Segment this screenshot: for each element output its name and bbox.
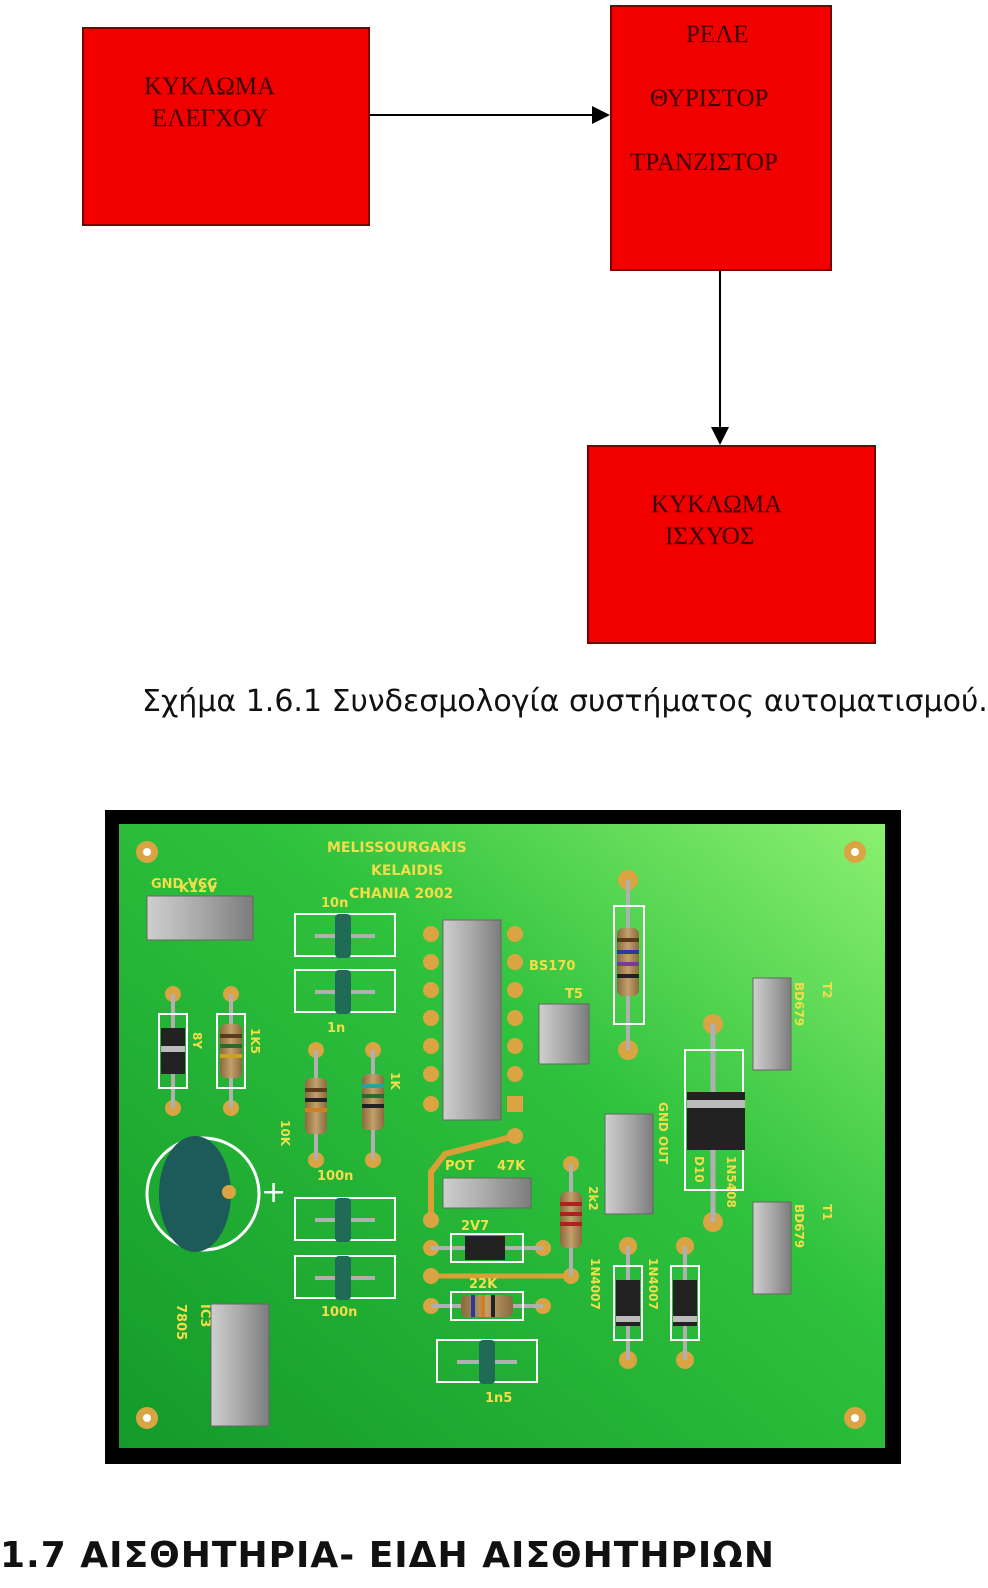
switching-device-box: ΡΕΛΕ ΘΥΡΙΣΤΟΡ ΤΡΑΝΖΙΣΤΟΡ xyxy=(610,5,832,271)
trace-pot xyxy=(428,1133,516,1220)
potentiometer xyxy=(442,1177,532,1209)
capacitor-10n xyxy=(335,914,351,958)
resistor-22k xyxy=(461,1295,513,1317)
transistor-bd679-t2 xyxy=(752,977,792,1071)
label-gnd-vcc: GND VCC xyxy=(151,877,217,892)
label-1n4007-b: 1N4007 xyxy=(646,1258,660,1310)
diagram-connectors xyxy=(370,106,729,445)
label-bd679-top: BD679 xyxy=(792,982,806,1026)
power-box-line-2: ΙΣΧΥΟΣ xyxy=(665,523,755,550)
label-d10: D10 xyxy=(692,1156,706,1183)
label-2v7: 2V7 xyxy=(461,1219,489,1234)
power-circuit-box: ΚΥΚΛΩΜΑ ΙΣΧΥΟΣ xyxy=(587,445,876,644)
label-1k5: 1K5 xyxy=(248,1028,262,1054)
mounting-holes xyxy=(136,841,866,1429)
regulator-7805 xyxy=(210,1303,270,1427)
arrowhead-right xyxy=(592,106,610,124)
label-1n5408: 1N5408 xyxy=(724,1156,738,1208)
control-circuit-box: ΚΥΚΛΩΜΑ ΕΛΕΓΧΟΥ xyxy=(82,27,370,226)
capacitor-1n xyxy=(335,970,351,1014)
label-1n: 1n xyxy=(327,1021,345,1036)
label-22k: 22K xyxy=(469,1277,498,1292)
control-box-line-2: ΕΛΕΓΧΟΥ xyxy=(152,105,269,132)
credit-line-1: MELISSOURGAKIS xyxy=(327,840,467,856)
credit-line-3: CHANIA 2002 xyxy=(349,886,453,902)
label-t1: T1 xyxy=(820,1204,834,1221)
output-connector xyxy=(604,1113,654,1215)
label-1n4007-a: 1N4007 xyxy=(588,1258,602,1310)
power-connector xyxy=(146,895,254,941)
control-box-line-1: ΚΥΚΛΩΜΑ xyxy=(144,73,276,100)
capacitor-1n5 xyxy=(479,1340,495,1384)
switch-box-line-3: ΤΡΑΝΖΙΣΤΟΡ xyxy=(630,149,778,176)
label-10n: 10n xyxy=(321,896,348,911)
transistor-bd679-t1 xyxy=(752,1201,792,1295)
label-1k: 1K xyxy=(388,1072,402,1090)
pcb-board: MELISSOURGAKIS KELAIDIS CHANIA 2002 GND … xyxy=(119,824,885,1448)
capacitor-100n-b xyxy=(335,1256,351,1300)
resistor-1k5 xyxy=(220,1024,242,1078)
label-10k: 10K xyxy=(278,1120,292,1147)
label-bs170: BS170 xyxy=(529,959,575,974)
label-8y: 8Y xyxy=(190,1032,204,1049)
power-box-line-1: ΚΥΚΛΩΜΑ xyxy=(651,491,783,518)
resistor-10k xyxy=(305,1078,327,1134)
label-7805: 7805 xyxy=(173,1304,188,1340)
label-ic3: IC3 xyxy=(197,1304,212,1327)
label-47k: 47K xyxy=(497,1159,526,1174)
figure-caption: Σχήμα 1.6.1 Συνδεσμολογία συστήματος αυτ… xyxy=(142,684,988,719)
capacitor-100n-a xyxy=(335,1198,351,1242)
label-100n-b: 100n xyxy=(321,1305,357,1320)
label-2k2: 2k2 xyxy=(586,1186,600,1211)
label-t2: T2 xyxy=(820,982,834,999)
label-k12v: K12V xyxy=(179,881,217,896)
switch-box-line-1: ΡΕΛΕ xyxy=(686,21,749,48)
label-pot: POT xyxy=(445,1159,475,1174)
label-gnd-out: GND OUT xyxy=(656,1102,670,1165)
label-1n5: 1n5 xyxy=(485,1391,512,1406)
zener-2v7 xyxy=(465,1236,505,1260)
label-100n-a: 100n xyxy=(317,1169,353,1184)
arrowhead-down xyxy=(711,427,729,445)
pcb-image: MELISSOURGAKIS KELAIDIS CHANIA 2002 GND … xyxy=(105,810,901,1464)
label-bd679-bot: BD679 xyxy=(792,1204,806,1248)
ic-pads xyxy=(423,926,523,1112)
label-t5: T5 xyxy=(565,987,583,1002)
credit-line-2: KELAIDIS xyxy=(371,863,443,879)
section-heading: 1.7 ΑΙΣΘΗΤΗΡΙΑ- ΕΙΔΗ ΑΙΣΘΗΤΗΡΙΩΝ xyxy=(0,1535,775,1576)
resistor-1k xyxy=(362,1074,384,1130)
switch-box-line-2: ΘΥΡΙΣΤΟΡ xyxy=(650,85,769,112)
ic-dip-package xyxy=(442,919,502,1121)
plus-mark: + xyxy=(261,1175,286,1210)
resistor-2k2 xyxy=(560,1192,582,1248)
transistor-bs170 xyxy=(538,1003,590,1065)
electrolytic-capacitor xyxy=(159,1136,231,1252)
